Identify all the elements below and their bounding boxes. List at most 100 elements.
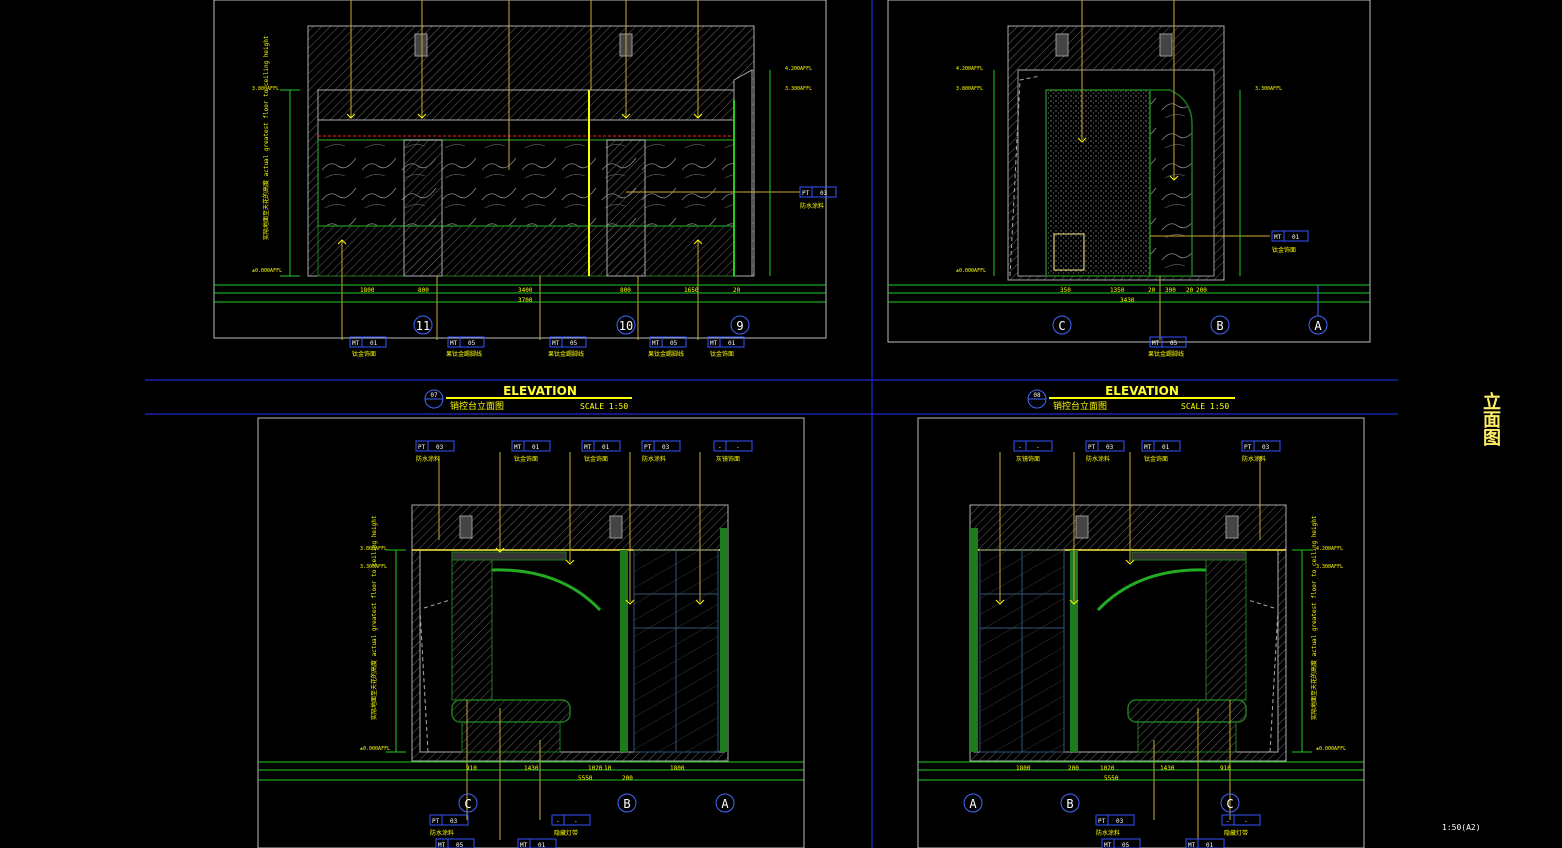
- svg-text:防水涂料: 防水涂料: [1096, 829, 1120, 837]
- svg-text:MT: MT: [352, 340, 360, 347]
- svg-text:-: -: [718, 444, 722, 451]
- svg-text:03: 03: [1106, 444, 1114, 451]
- svg-text:08: 08: [1033, 392, 1041, 399]
- svg-text:MT: MT: [552, 340, 560, 347]
- sheet-side-title: 立面图: [1480, 392, 1501, 446]
- svg-text:钛金饰面: 钛金饰面: [514, 455, 538, 463]
- svg-text:200: 200: [622, 775, 633, 782]
- svg-text:C: C: [464, 797, 471, 811]
- svg-text:-: -: [1226, 818, 1230, 825]
- elevation-bottom-left: [258, 452, 804, 840]
- svg-text:3.300AFFL: 3.300AFFL: [1255, 86, 1282, 92]
- svg-text:3430: 3430: [1120, 297, 1135, 304]
- dim-value: 800: [620, 287, 631, 294]
- svg-text:B: B: [623, 797, 630, 811]
- svg-text:果钛金踢脚线: 果钛金踢脚线: [548, 350, 584, 358]
- svg-text:防水涂料: 防水涂料: [416, 455, 440, 463]
- svg-text:A: A: [1314, 319, 1322, 333]
- dims-top-left: 1800 800 3400 800 1650 20 3700 3.800AFFL…: [252, 66, 812, 304]
- svg-text:1020: 1020: [1100, 765, 1115, 772]
- svg-text:5550: 5550: [1104, 775, 1119, 782]
- svg-text:05: 05: [1122, 842, 1130, 848]
- level-mark: 3.300AFFL: [785, 86, 812, 92]
- svg-text:1800: 1800: [1016, 765, 1031, 772]
- svg-text:PT: PT: [1088, 444, 1096, 451]
- svg-text:01: 01: [1292, 234, 1300, 241]
- svg-text:910: 910: [1220, 765, 1231, 772]
- svg-text:±0.000AFFL: ±0.000AFFL: [360, 746, 390, 752]
- svg-text:钛金饰面: 钛金饰面: [1144, 455, 1168, 463]
- svg-text:03: 03: [450, 818, 458, 825]
- grid-bubbles-top-left: [413, 315, 750, 335]
- dim-value: 1800: [360, 287, 375, 294]
- elevation-top-left: [214, 0, 826, 340]
- svg-text:MT: MT: [584, 444, 592, 451]
- svg-text:C: C: [1058, 319, 1065, 333]
- sheet-scale-note: 1:50(A2): [1442, 823, 1481, 832]
- svg-text:1800: 1800: [670, 765, 685, 772]
- tags-bottom-right: - - 灰镜饰面 PT 03 防水涂料 MT 01 钛金饰面 PT 03 防水涂料 PT…: [1013, 440, 1281, 848]
- svg-text:果钛金踢脚线: 果钛金踢脚线: [1148, 350, 1184, 358]
- svg-text:钛金饰面: 钛金饰面: [584, 455, 608, 463]
- svg-text:1430: 1430: [1160, 765, 1175, 772]
- svg-text:B: B: [1066, 797, 1073, 811]
- svg-text:300: 300: [1165, 287, 1176, 294]
- svg-text:-: -: [574, 818, 578, 825]
- vertical-height-note: 实际地面至天花的高度 actual greatest floor to ceil…: [1310, 515, 1318, 720]
- dim-total: 3700: [518, 297, 533, 304]
- dim-value: 3400: [518, 287, 533, 294]
- svg-text:钛金饰面: 钛金饰面: [710, 350, 734, 358]
- svg-text:灰镜饰面: 灰镜饰面: [1016, 455, 1040, 463]
- svg-text:910: 910: [466, 765, 477, 772]
- svg-text:PT: PT: [644, 444, 652, 451]
- viewport-frame-bottom-left: [257, 417, 805, 848]
- dim-value: 1650: [684, 287, 699, 294]
- svg-text:05: 05: [570, 340, 578, 347]
- vertical-height-note: 实际地面至天花的高度 actual greatest floor to ceil…: [370, 515, 378, 720]
- svg-text:01: 01: [538, 842, 546, 848]
- svg-text:03: 03: [436, 444, 444, 451]
- svg-text:防水涂料: 防水涂料: [1242, 455, 1266, 463]
- svg-text:灰镜饰面: 灰镜饰面: [716, 455, 740, 463]
- svg-text:MT: MT: [520, 842, 528, 848]
- svg-text:果钛金踢脚线: 果钛金踢脚线: [446, 350, 482, 358]
- svg-text:1350: 1350: [1110, 287, 1125, 294]
- svg-text:钛金饰面: 钛金饰面: [352, 350, 376, 358]
- svg-text:钛金饰面: 钛金饰面: [1272, 246, 1296, 254]
- svg-text:C: C: [1226, 797, 1233, 811]
- svg-text:MT: MT: [1188, 842, 1196, 848]
- dims-bottom-right: 1800 200 1020 1430 910 5550 4.200AFFL 3.…: [1016, 546, 1346, 782]
- svg-text:3.800AFFL: 3.800AFFL: [360, 546, 387, 552]
- svg-text:20: 20: [1148, 287, 1156, 294]
- svg-text:PT: PT: [1098, 818, 1106, 825]
- svg-text:ELEVATION: ELEVATION: [1105, 384, 1179, 398]
- svg-text:03: 03: [1262, 444, 1270, 451]
- svg-text:PT: PT: [1244, 444, 1252, 451]
- svg-text:05: 05: [1170, 340, 1178, 347]
- grid-labels-bottom-left: C B A: [464, 797, 729, 811]
- heading-08: 08 ELEVATION 销控台立面图 SCALE 1:50: [1027, 384, 1235, 412]
- level-mark: 3.800AFFL: [252, 86, 279, 92]
- svg-text:防水涂料: 防水涂料: [642, 455, 666, 463]
- viewport-frame-bottom-right: [917, 417, 1365, 848]
- heading-07: 07 ELEVATION 销控台立面图 SCALE 1:50: [424, 384, 632, 412]
- svg-text:销控台立面图: 销控台立面图: [450, 400, 504, 412]
- svg-text:MT: MT: [1274, 234, 1282, 241]
- svg-text:MT: MT: [450, 340, 458, 347]
- svg-text:01: 01: [1162, 444, 1170, 451]
- svg-text:防水涂料: 防水涂料: [430, 829, 454, 837]
- svg-text:05: 05: [468, 340, 476, 347]
- grid-labels-bottom-right: A B C: [969, 797, 1233, 811]
- level-mark: ±0.000AFFL: [252, 268, 282, 274]
- svg-text:-: -: [1018, 444, 1022, 451]
- svg-text:350: 350: [1060, 287, 1071, 294]
- svg-text:01: 01: [728, 340, 736, 347]
- svg-text:10: 10: [604, 765, 612, 772]
- svg-text:-: -: [556, 818, 560, 825]
- svg-text:MT: MT: [1144, 444, 1152, 451]
- svg-text:01: 01: [370, 340, 378, 347]
- grid-label: 9: [736, 319, 743, 333]
